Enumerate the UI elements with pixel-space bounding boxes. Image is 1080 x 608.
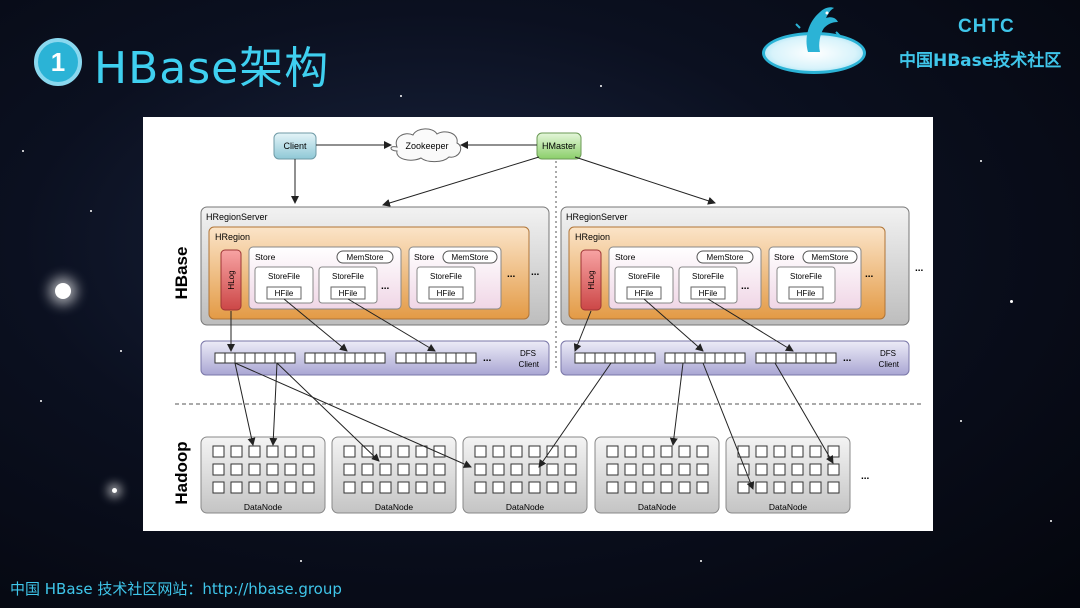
dfs-client-left: ... DFS Client	[200, 340, 550, 376]
memstore-label: MemStore	[707, 253, 744, 262]
ellipsis: ...	[741, 281, 750, 292]
region-server-right: HRegionServer HRegion HLog Store MemStor…	[560, 206, 924, 326]
star	[400, 95, 402, 97]
datanode: DataNode	[200, 436, 326, 514]
star	[22, 150, 24, 152]
storefile-label: StoreFile	[332, 272, 365, 281]
hfile-label: HFile	[275, 289, 294, 298]
ellipsis: ...	[507, 269, 516, 280]
memstore-label: MemStore	[347, 253, 384, 262]
dfs-label: DFS	[880, 349, 896, 358]
ellipsis: ...	[381, 281, 390, 292]
datanode-label: DataNode	[769, 502, 808, 512]
ellipsis: ...	[915, 263, 924, 274]
architecture-svg: Client Zookeeper HMaster HBase Hadoop HR…	[172, 128, 924, 514]
zookeeper-cloud: Zookeeper	[390, 128, 462, 163]
storefile-label: StoreFile	[430, 272, 463, 281]
storefile-label: StoreFile	[692, 272, 725, 281]
block-group	[214, 352, 477, 364]
dfs-client-label: Client	[519, 360, 540, 369]
memstore-label: MemStore	[452, 253, 489, 262]
star	[1010, 300, 1013, 303]
store-label: Store	[615, 252, 636, 262]
star	[40, 400, 42, 402]
hbase-layer-label: HBase	[172, 247, 191, 300]
star	[700, 560, 702, 562]
dolphin-logo-icon	[795, 7, 841, 53]
datanode-label: DataNode	[638, 502, 677, 512]
client-node: Client	[273, 132, 317, 160]
star	[1050, 520, 1052, 522]
hfile-label: HFile	[797, 289, 816, 298]
datanode: DataNode	[594, 436, 720, 514]
storefile-label: StoreFile	[790, 272, 823, 281]
region-server-label: HRegionServer	[206, 212, 268, 222]
region-server-label: HRegionServer	[566, 212, 628, 222]
store-label: Store	[774, 252, 795, 262]
hmaster-label: HMaster	[542, 141, 576, 151]
footer-website[interactable]: 中国 HBase 技术社区网站：http://hbase.group	[10, 580, 342, 598]
org-subtitle: 中国HBase技术社区	[899, 51, 1062, 71]
star	[600, 85, 602, 87]
datanode-label: DataNode	[244, 502, 283, 512]
star	[90, 210, 92, 212]
hmaster-node: HMaster	[536, 132, 582, 160]
datanode: DataNode	[462, 436, 588, 514]
region-label: HRegion	[575, 232, 610, 242]
hfile-label: HFile	[437, 289, 456, 298]
datanode-label: DataNode	[506, 502, 545, 512]
ellipsis: ...	[483, 353, 492, 364]
hbase-architecture-diagram: Client Zookeeper HMaster HBase Hadoop HR…	[143, 117, 933, 531]
dfs-client-right: ... DFS Client	[560, 340, 910, 376]
region-label: HRegion	[215, 232, 250, 242]
ellipsis: ...	[861, 471, 870, 482]
ellipsis: ...	[531, 267, 540, 278]
star	[980, 160, 982, 162]
hfile-label: HFile	[339, 289, 358, 298]
slide-title: HBase架构	[94, 43, 330, 94]
store-label: Store	[255, 252, 276, 262]
org-name: CHTC	[958, 16, 1015, 37]
hfile-label: HFile	[699, 289, 718, 298]
dfs-client-label: Client	[879, 360, 900, 369]
datanode-label: DataNode	[375, 502, 414, 512]
hfile-label: HFile	[635, 289, 654, 298]
section-number: 1	[50, 46, 66, 77]
star	[300, 560, 302, 562]
star	[120, 350, 122, 352]
star	[960, 420, 962, 422]
hadoop-layer-label: Hadoop	[172, 441, 191, 504]
dfs-label: DFS	[520, 349, 536, 358]
region-server-left: HRegionServer HRegion HLog Store MemStor…	[200, 206, 550, 326]
star	[112, 488, 117, 493]
store-label: Store	[414, 252, 435, 262]
zookeeper-label: Zookeeper	[405, 141, 448, 151]
hlog-label: HLog	[587, 270, 596, 289]
block-group	[574, 352, 837, 364]
datanode: DataNode	[725, 436, 851, 514]
star-bright	[55, 283, 71, 299]
datanode: DataNode	[331, 436, 457, 514]
ellipsis: ...	[865, 269, 874, 280]
memstore-label: MemStore	[812, 253, 849, 262]
hlog-label: HLog	[227, 270, 236, 289]
ellipsis: ...	[843, 353, 852, 364]
storefile-label: StoreFile	[628, 272, 661, 281]
client-label: Client	[283, 141, 307, 151]
storefile-label: StoreFile	[268, 272, 301, 281]
section-number-badge: 1	[34, 38, 82, 86]
